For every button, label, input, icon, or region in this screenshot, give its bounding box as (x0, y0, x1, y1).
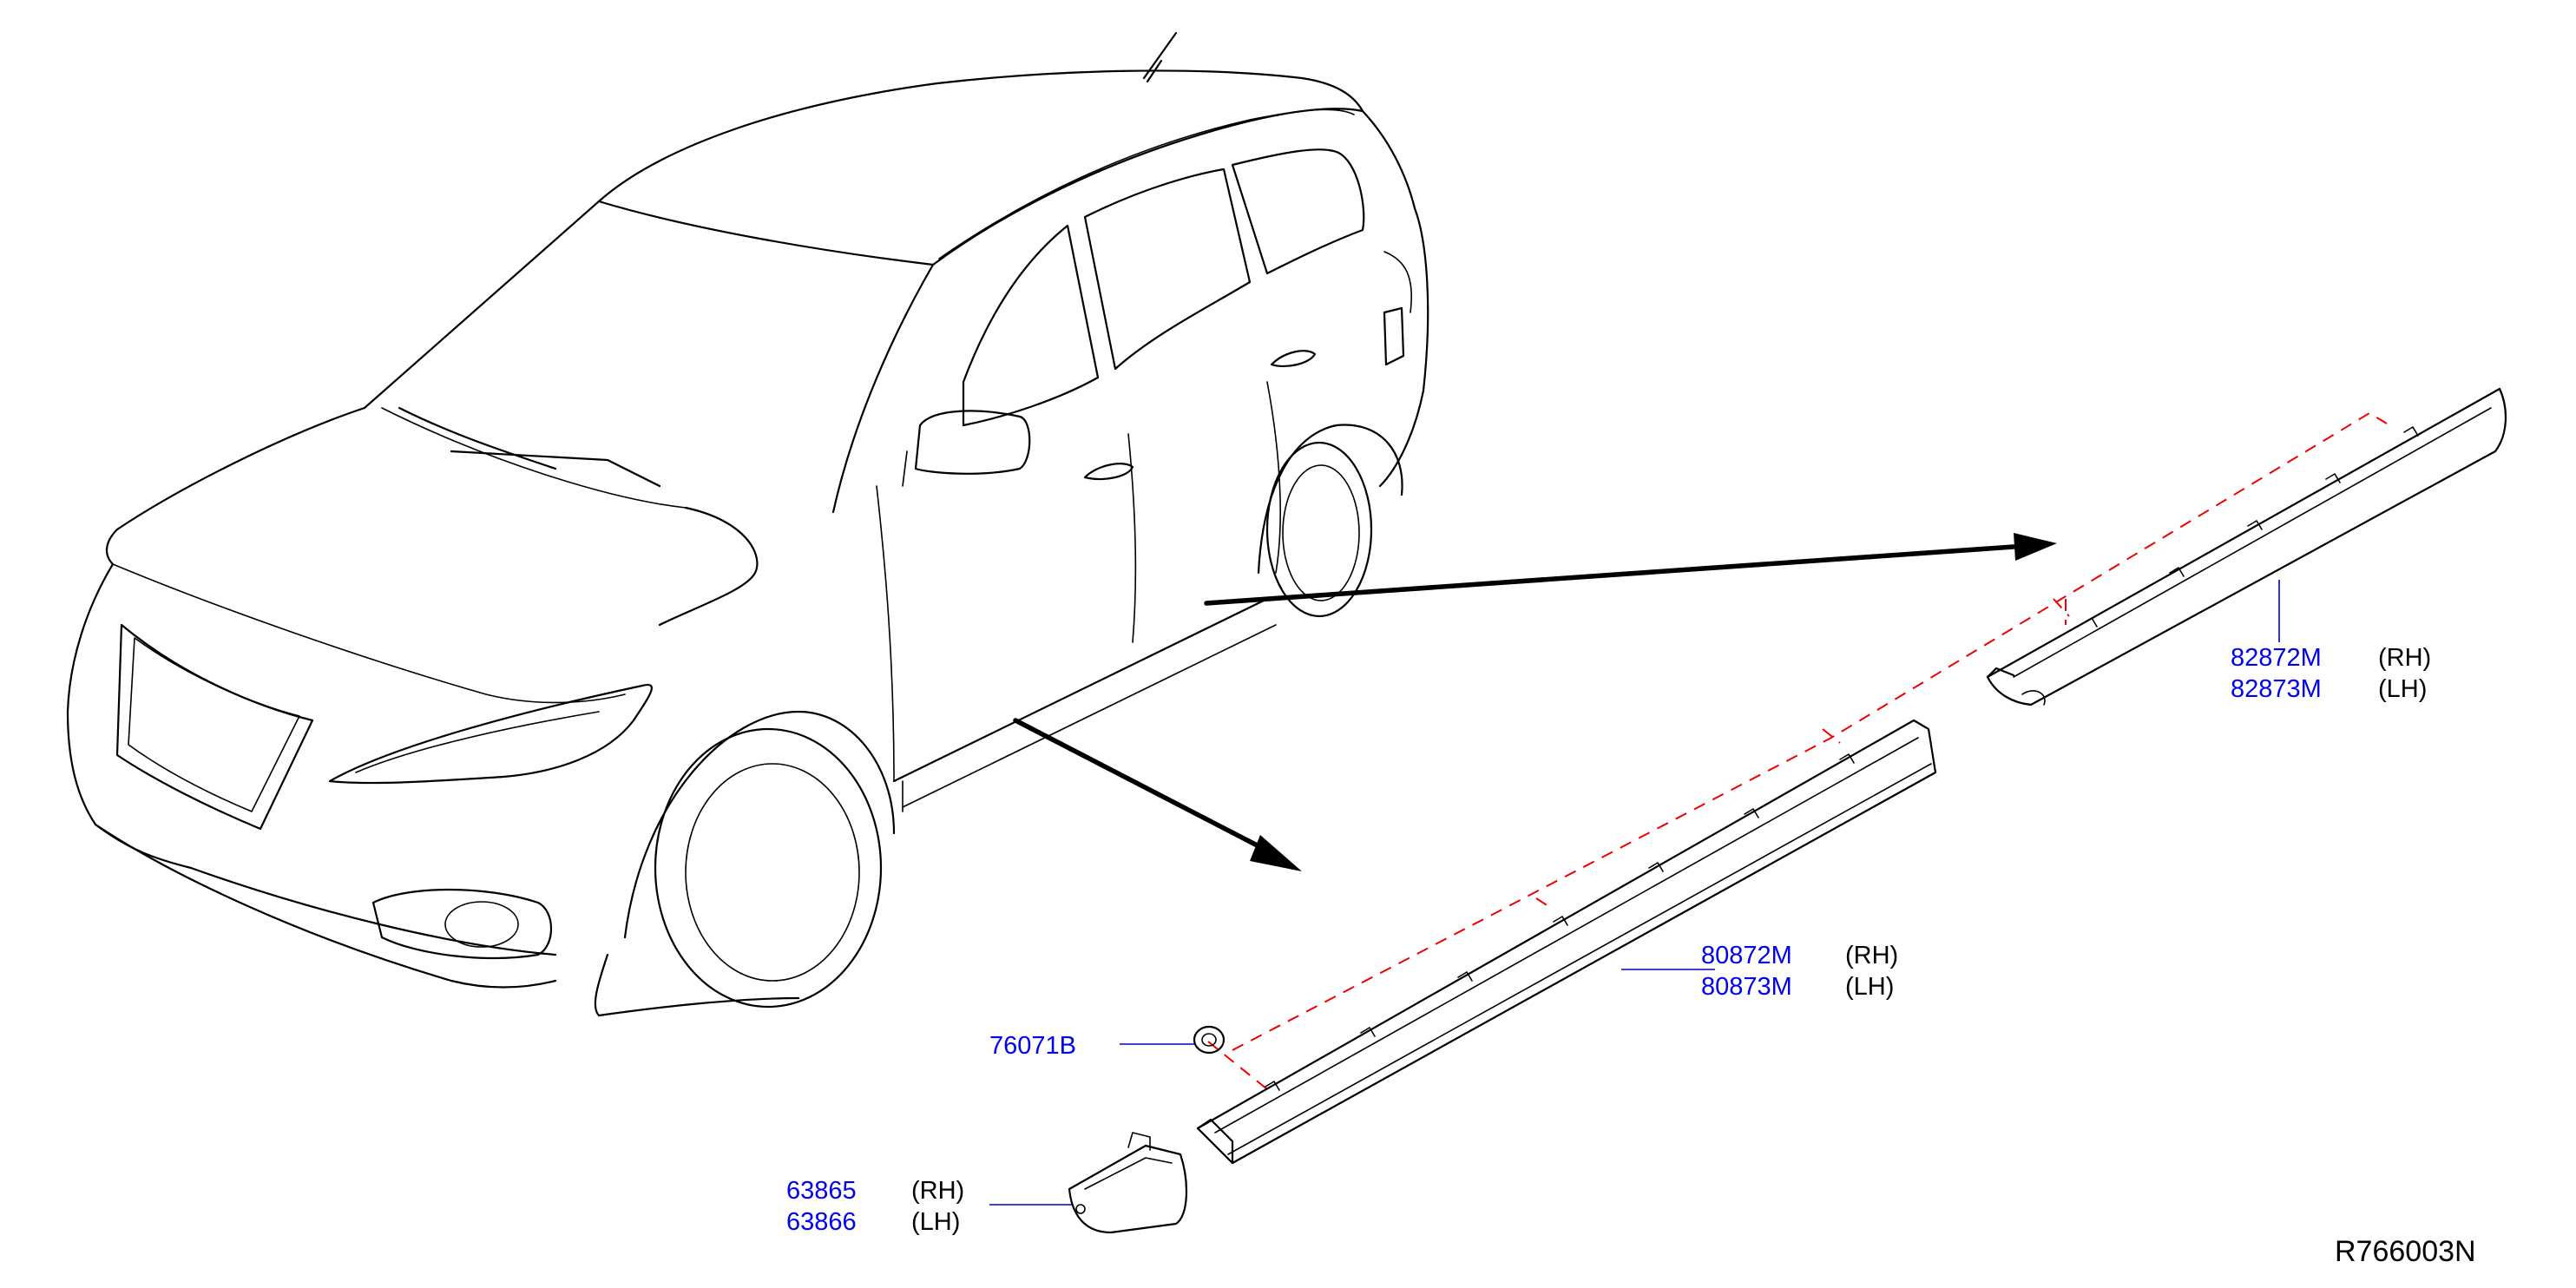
side-label-rh: (RH) (1845, 942, 1898, 969)
clip (1193, 1025, 1226, 1055)
pointer-arrow-front (1013, 718, 1270, 853)
arrow-head-rear (2014, 533, 2057, 561)
callout-rocker-rear: 82872M 82873M (RH) (LH) (2231, 644, 2431, 703)
diagram-reference-code: R766003N (2335, 1235, 2476, 1268)
dashed-guide-main (1232, 411, 2388, 1051)
part-number: 76071B (989, 1032, 1076, 1060)
part-number-lh: 63866 (786, 1208, 857, 1236)
assembly-guide-lines (1207, 411, 2388, 1090)
vehicle-illustration (66, 31, 1429, 1017)
callout-end-cap: 63865 63866 (RH) (LH) (786, 1177, 964, 1236)
leader-lines (989, 580, 2280, 1206)
side-label-rh: (RH) (911, 1177, 964, 1205)
rocker-molding-front (1196, 719, 1937, 1165)
callout-rocker-mid: 80872M 80873M (RH) (LH) (1701, 942, 1898, 1001)
pointer-arrows (1013, 533, 2057, 871)
part-number-lh: 80873M (1701, 973, 1792, 1001)
arrow-head-front (1250, 835, 1302, 871)
part-number-rh: 82872M (2231, 644, 2322, 672)
pointer-arrow-rear (1204, 544, 2016, 606)
side-label-lh: (LH) (2378, 675, 2427, 703)
part-number-rh: 63865 (786, 1177, 857, 1205)
part-number-rh: 80872M (1701, 942, 1792, 969)
side-label-lh: (LH) (911, 1208, 960, 1236)
callout-clip: 76071B (989, 1032, 1076, 1060)
rocker-molding-rear (1986, 387, 2507, 706)
end-cap (1068, 1132, 1187, 1234)
side-label-lh: (LH) (1845, 973, 1894, 1001)
side-label-rh: (RH) (2378, 644, 2431, 672)
dashed-guide-clip (1207, 1041, 1268, 1090)
part-number-lh: 82873M (2231, 675, 2322, 703)
